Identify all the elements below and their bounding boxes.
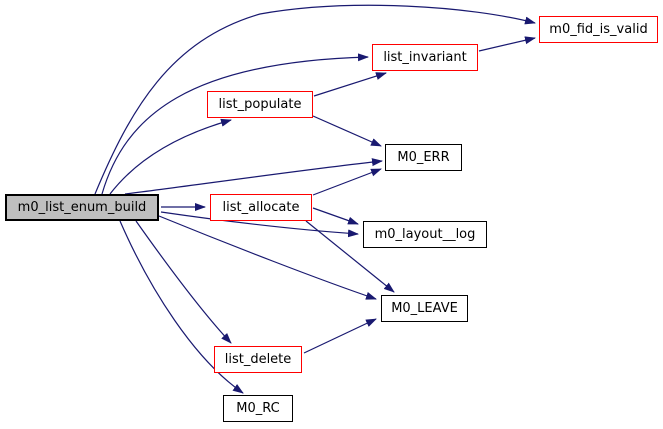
edge-list_allocate-to-M0_ERR — [312, 168, 382, 196]
edge-m0_list_enum_build-to-M0_RC — [119, 220, 244, 394]
edge-list_allocate-to-M0_LEAVE — [305, 220, 395, 293]
edge-m0_list_enum_build-to-m0_layout__log — [160, 211, 359, 238]
edge-m0_list_enum_build-to-list_delete — [135, 220, 232, 344]
edge-list_delete-to-M0_LEAVE — [303, 318, 377, 354]
node-m0_fid_is_valid[interactable]: m0_fid_is_valid — [539, 16, 658, 43]
node-M0_ERR[interactable]: M0_ERR — [385, 144, 462, 171]
edge-m0_list_enum_build-to-M0_LEAVE — [158, 215, 377, 300]
node-m0_list_enum_build: m0_list_enum_build — [5, 194, 159, 221]
node-m0_layout__log[interactable]: m0_layout__log — [363, 221, 487, 248]
node-M0_LEAVE[interactable]: M0_LEAVE — [381, 295, 468, 322]
edge-m0_list_enum_build-to-list_populate — [109, 118, 232, 195]
edge-m0_list_enum_build-to-list_invariant — [101, 53, 369, 195]
edge-m0_list_enum_build-to-M0_ERR — [124, 158, 383, 195]
node-M0_RC[interactable]: M0_RC — [223, 395, 293, 422]
edge-list_populate-to-list_invariant — [313, 72, 387, 97]
node-list_delete[interactable]: list_delete — [214, 346, 302, 373]
edge-m0_list_enum_build-to-m0_fid_is_valid — [94, 4, 536, 195]
edge-list_invariant-to-m0_fid_is_valid — [478, 36, 536, 52]
node-list_allocate[interactable]: list_allocate — [210, 194, 312, 221]
node-list_populate[interactable]: list_populate — [207, 91, 313, 118]
edge-list_allocate-to-m0_layout__log — [312, 207, 359, 225]
node-list_invariant[interactable]: list_invariant — [372, 44, 478, 71]
edge-list_populate-to-M0_ERR — [312, 115, 382, 147]
